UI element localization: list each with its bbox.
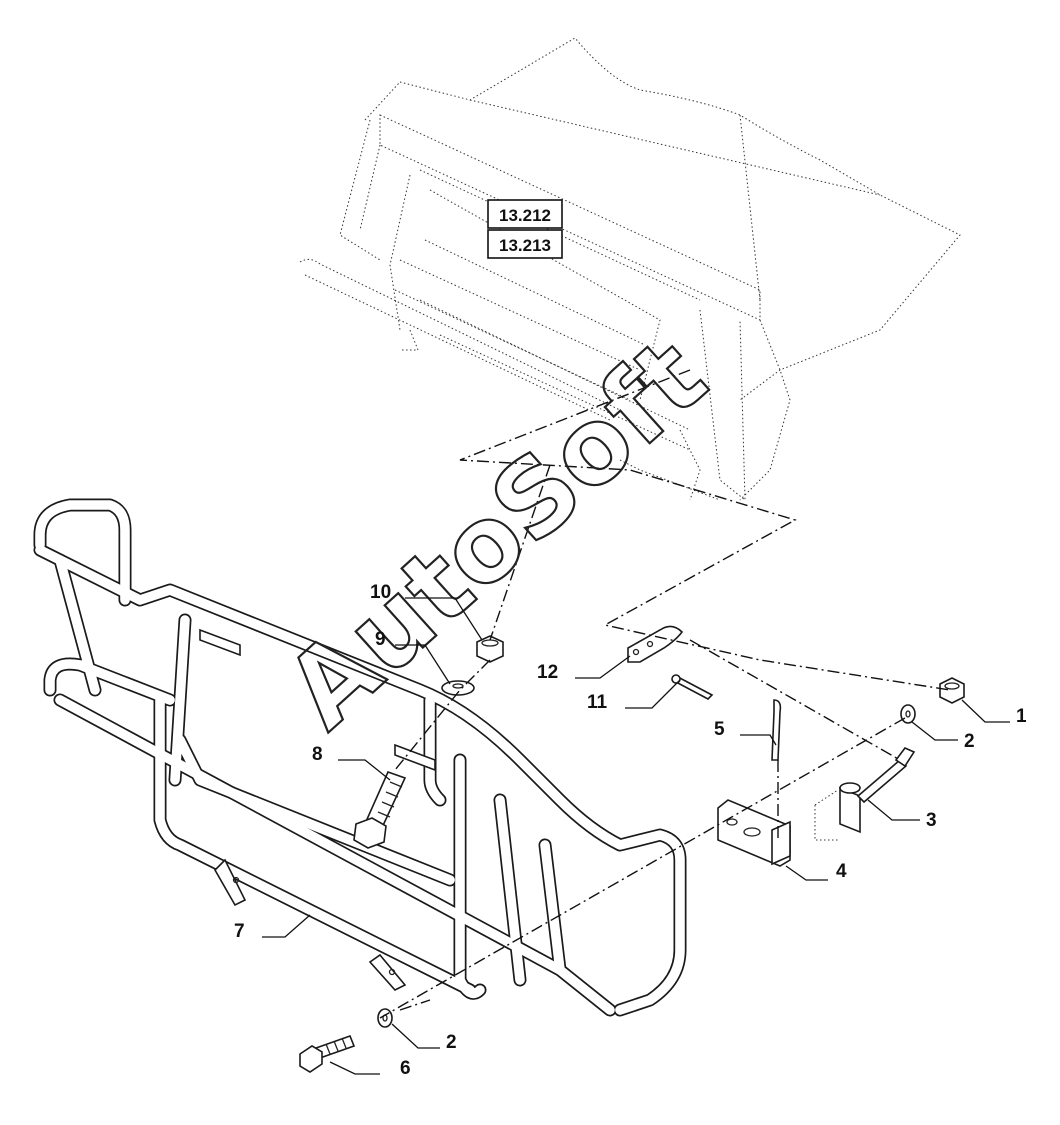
cotter-pin-part-5: [771, 699, 782, 761]
washer-part-2-upper: [900, 704, 916, 724]
bucket-assembly: [299, 37, 961, 502]
bracket-part-12: [627, 625, 684, 663]
callout-4: 4: [836, 861, 847, 882]
bolt-part-8: [353, 770, 407, 849]
assembly-lines: [379, 369, 951, 1019]
leader-lines: [262, 597, 1010, 1075]
nut-part-1: [939, 677, 965, 704]
callout-6: 6: [400, 1058, 411, 1079]
callout-2-lower: 2: [446, 1032, 457, 1053]
handle-part-3: [814, 747, 916, 841]
callout-2-upper: 2: [964, 731, 975, 752]
reference-box-13212: [487, 199, 563, 229]
callout-12: 12: [537, 662, 558, 683]
callout-10: 10: [370, 582, 391, 603]
reference-label-13213: 13.213: [499, 236, 551, 255]
callout-8: 8: [312, 744, 323, 765]
callout-labels: 1 2 3 4 5 6 2 7 8 9 10 11 12: [234, 582, 1027, 1079]
reference-box-group: 13.212 13.213: [487, 199, 563, 259]
plate-part-4: [717, 799, 791, 867]
callout-11: 11: [587, 692, 608, 713]
washer-part-9: [441, 680, 475, 696]
callout-1: 1: [1016, 706, 1027, 727]
callout-7: 7: [234, 921, 245, 942]
callout-9: 9: [375, 629, 386, 650]
nut-part-10: [476, 635, 504, 663]
reference-box-13213: [487, 229, 563, 259]
pin-part-11: [671, 674, 714, 700]
callout-5: 5: [714, 719, 725, 740]
watermark-text: AutoSoft: [263, 315, 729, 752]
callout-3: 3: [926, 810, 937, 831]
bolt-part-6: [299, 1034, 356, 1073]
reference-label-13212: 13.212: [499, 206, 551, 225]
